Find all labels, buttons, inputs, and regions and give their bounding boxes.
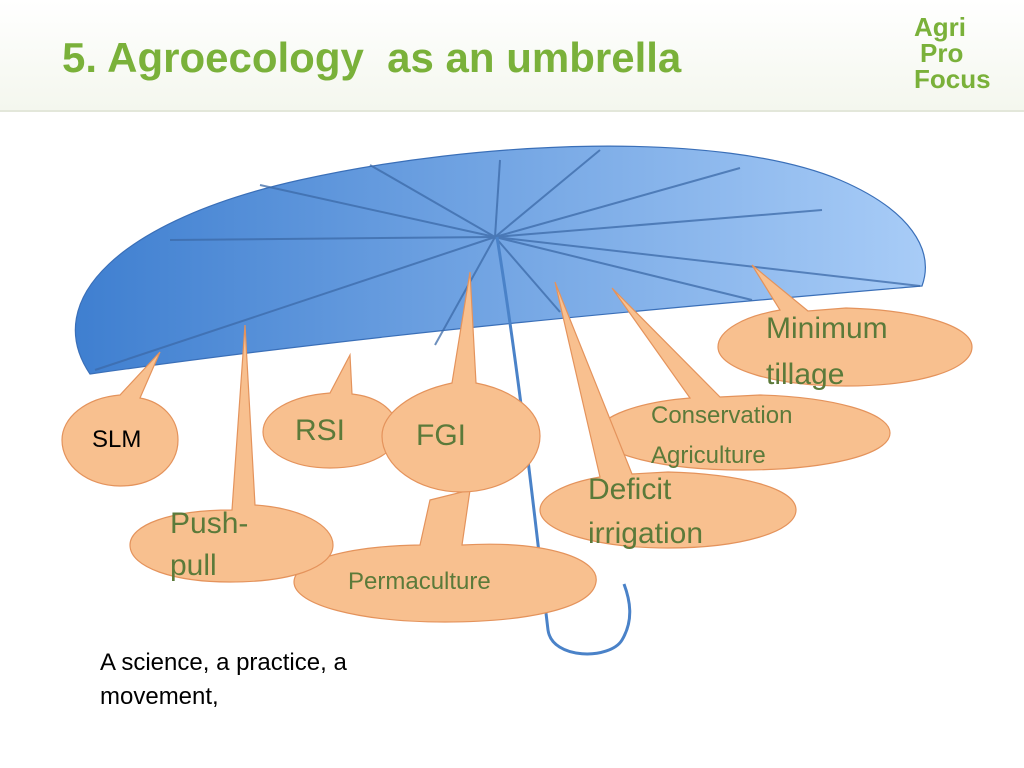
- label-minimum-tillage: Minimum tillage: [766, 312, 888, 391]
- slide-caption: A science, a practice, a movement,: [100, 649, 347, 710]
- logo-line-2: Pro: [920, 38, 964, 68]
- logo-line-1: Agri: [914, 12, 966, 42]
- label-fgi: FGI: [416, 419, 466, 452]
- deficit-irrigation-bubble: [539, 281, 797, 549]
- label-deficit-irrigation: Deficit irrigation: [588, 473, 704, 550]
- fgi-bubble: [381, 271, 541, 493]
- label-push-pull: Push- pull: [170, 507, 249, 582]
- logo-line-3: Focus: [914, 64, 991, 94]
- label-slm: SLM: [92, 426, 142, 453]
- slide-header: [0, 0, 1024, 112]
- agriprofocus-logo: Agri Pro Focus: [912, 14, 1012, 92]
- label-rsi: RSI: [295, 414, 346, 447]
- umbrella-ribs: [94, 149, 921, 371]
- push-pull-bubble: [129, 324, 334, 583]
- umbrella-handle: [495, 236, 632, 656]
- label-conservation-agriculture: Conservation Agriculture: [651, 402, 793, 469]
- rsi-bubble: [262, 352, 399, 469]
- conservation-agriculture-bubble: [597, 287, 891, 471]
- minimum-tillage-bubble: [717, 264, 973, 387]
- slide-title: 5. Agroecology as an umbrella: [62, 34, 682, 81]
- label-permaculture: Permaculture: [348, 568, 491, 595]
- slm-bubble: [61, 351, 179, 487]
